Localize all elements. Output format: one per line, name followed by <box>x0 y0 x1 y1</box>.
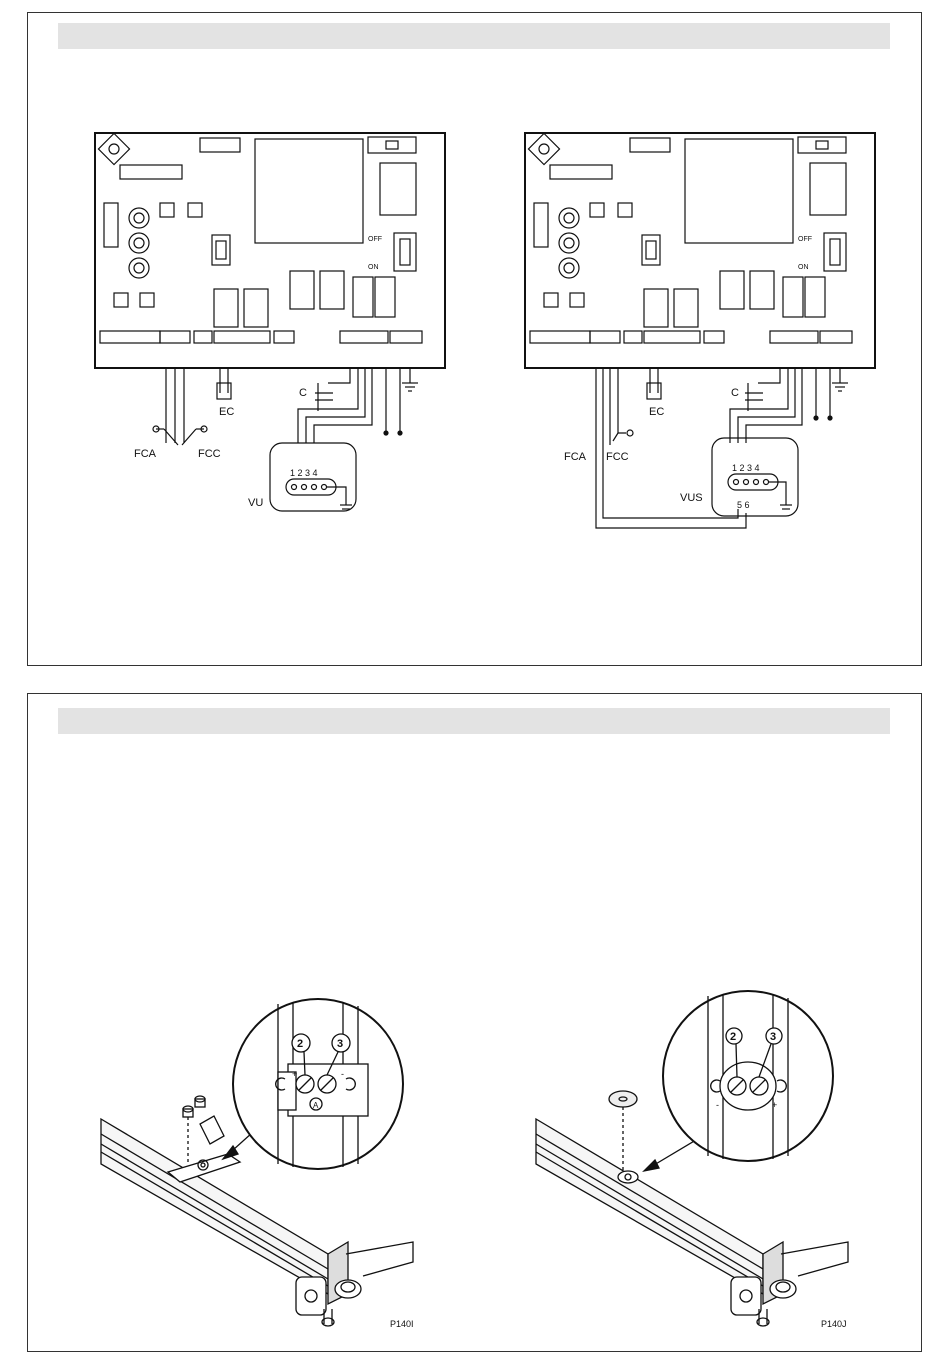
fca-label-right: FCA <box>564 451 587 463</box>
wiring-panel: OFF ON FCA FCC EC C 1 2 3 4 VU <box>27 12 922 666</box>
pin-numbers-left: 1 2 3 4 <box>290 468 318 478</box>
minus-label-right: - <box>716 1100 719 1110</box>
right-actuator-illustration <box>536 991 848 1326</box>
center-screw-label-left: A <box>313 1101 319 1110</box>
off-label-right: OFF <box>798 236 812 243</box>
fuse-block-left <box>380 163 416 215</box>
right-wiring-diagram <box>525 133 875 528</box>
figure-code-right: P140J <box>821 1319 847 1329</box>
adjustment-panel: 2 3 + - A P140I <box>27 693 922 1352</box>
adjustment-illustrations: 2 3 + - A P140I <box>28 694 921 1351</box>
adjust-2-label-left: 2 <box>297 1038 303 1050</box>
vus-motor-plug <box>712 438 798 516</box>
vu-label: VU <box>248 497 263 509</box>
on-label-right: ON <box>798 264 809 271</box>
on-label-left: ON <box>368 264 379 271</box>
pin-numbers-right: 1 2 3 4 <box>732 463 760 473</box>
minus-label-left: - <box>341 1069 344 1079</box>
plus-label-left: + <box>292 1069 297 1079</box>
ec-label-right: EC <box>649 406 664 418</box>
dip-switch-left <box>120 165 182 179</box>
off-label-left: OFF <box>368 236 382 243</box>
plus-label-right: + <box>772 1100 777 1110</box>
fcc-label-right: FCC <box>606 451 629 463</box>
transformer-left <box>255 139 363 243</box>
c-label-right: C <box>731 387 739 399</box>
adjust-3-label-left: 3 <box>337 1038 343 1050</box>
ec-label-left: EC <box>219 406 234 418</box>
adjust-3-label-right: 3 <box>770 1031 776 1043</box>
adjust-2-label-right: 2 <box>730 1031 736 1043</box>
vus-label: VUS <box>680 492 703 504</box>
fcc-label-left: FCC <box>198 448 221 460</box>
wiring-diagrams: OFF ON FCA FCC EC C 1 2 3 4 VU <box>28 13 921 665</box>
heatsink-left <box>98 133 129 164</box>
fca-label-left: FCA <box>134 448 157 460</box>
pin-numbers-lower-right: 5 6 <box>737 500 750 510</box>
left-actuator-illustration <box>101 999 413 1326</box>
top-connector-left <box>200 138 240 152</box>
c-label-left: C <box>299 387 307 399</box>
figure-code-left: P140I <box>390 1319 414 1329</box>
